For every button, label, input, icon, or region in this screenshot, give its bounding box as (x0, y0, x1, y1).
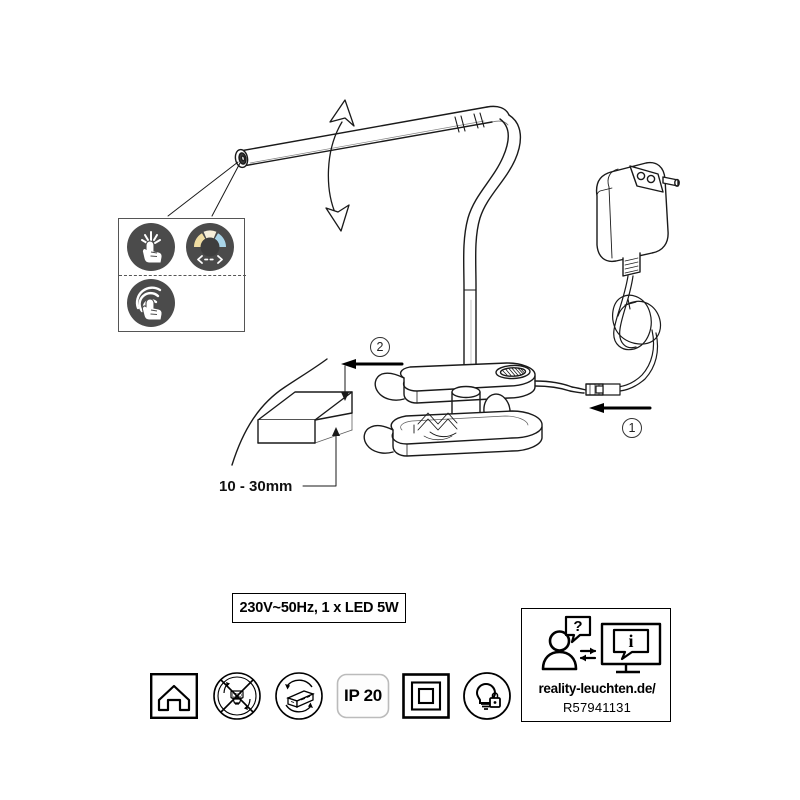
power-adapter (595, 161, 680, 277)
step-1-arrow-head (589, 403, 604, 413)
color-temperature-icon (186, 223, 234, 271)
feature-panel-divider (119, 275, 246, 276)
replaceable-driver-icon (274, 671, 324, 726)
feature-panel (118, 218, 246, 332)
adapter-cable (595, 275, 662, 396)
symbol-row: LED (150, 671, 511, 726)
non-replaceable-lamp-lock-icon (462, 671, 512, 726)
non-replaceable-led-icon: LED (212, 671, 262, 726)
indoor-use-icon (150, 673, 198, 724)
step-badge-1: 1 (622, 418, 642, 438)
specification-label: 230V~50Hz, 1 x LED 5W (239, 600, 399, 616)
lamp-dc-cable (534, 380, 604, 396)
step-badge-2: 2 (370, 337, 390, 357)
ip-rating-label: IP 20 (344, 686, 382, 705)
support-box: ? i reality-leuchten.de/ R57941131 (521, 608, 671, 722)
touch-switch-icon (127, 223, 175, 271)
ip-rating-icon: IP 20 (336, 673, 390, 724)
clamp-spring (413, 412, 458, 441)
question-mark: ? (573, 618, 582, 635)
brand-url: reality-leuchten.de/ (538, 681, 656, 696)
clamp-thickness-label: 10 - 30mm (219, 478, 293, 495)
specification-box: 230V~50Hz, 1 x LED 5W (232, 593, 406, 623)
info-mark: i (628, 631, 633, 651)
touch-and-hold-dimmer-icon (127, 279, 175, 327)
lamp-arm (462, 114, 522, 379)
step-2-arrow-head (341, 359, 356, 369)
rotation-arrow (325, 99, 355, 232)
support-graphic: ? i (541, 615, 662, 674)
lamp-head-tube (234, 105, 510, 169)
clamp-lower-jaw (363, 410, 543, 457)
feature-leader-lines (167, 161, 241, 217)
class-2-insulation-icon (402, 673, 450, 724)
article-number: R57941131 (562, 700, 632, 715)
table-edge-illustration (231, 358, 353, 487)
